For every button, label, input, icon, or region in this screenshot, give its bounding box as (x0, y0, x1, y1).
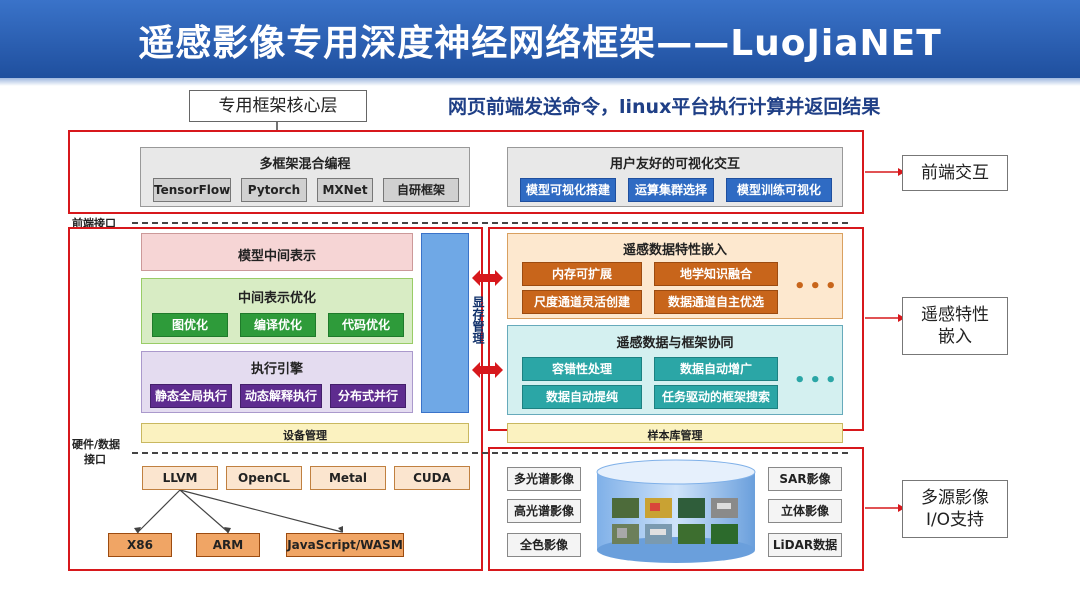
graph-opt-chip: 图优化 (152, 313, 228, 337)
multi-framework-title: 多框架混合编程 (259, 157, 351, 172)
panchromatic-chip: 全色影像 (507, 533, 581, 557)
subtitle: 网页前端发送命令，linux平台执行计算并返回结果 (448, 96, 881, 118)
image-database-icon (596, 459, 756, 563)
sar-chip: SAR影像 (768, 467, 842, 491)
io-callout-line1: 多源影像 (921, 488, 989, 508)
io-callout-line2: I/O支持 (925, 510, 985, 530)
stereo-chip: 立体影像 (768, 499, 842, 523)
device-mgmt-title: 设备管理 (283, 429, 327, 442)
tensorflow-chip: TensorFlow (153, 178, 231, 202)
visual-interaction-box: 用户友好的可视化交互 模型可视化搭建 运算集群选择 模型训练可视化 (507, 147, 843, 207)
self-developed-chip: 自研框架 (383, 178, 459, 202)
frontend-callout: 前端交互 (902, 155, 1008, 191)
multispectral-chip: 多光谱影像 (507, 467, 581, 491)
hw-interface-line (132, 452, 848, 454)
hw-interface-label-1: 硬件/数据 (72, 438, 121, 451)
more-dots-1: ••• (794, 276, 841, 297)
sample-lib-title: 样本库管理 (647, 429, 703, 442)
multi-framework-box: 多框架混合编程 TensorFlow Pytorch MXNet 自研框架 (140, 147, 470, 207)
model-visual-build-chip: 模型可视化搭建 (520, 178, 616, 202)
scale-channel-chip: 尺度通道灵活创建 (522, 290, 642, 314)
lidar-chip: LiDAR数据 (768, 533, 842, 557)
arm-chip: ARM (196, 533, 260, 557)
training-visual-chip: 模型训练可视化 (726, 178, 832, 202)
core-frame (68, 227, 483, 571)
js-wasm-chip: JavaScript/WASM (286, 533, 404, 557)
title-bar: 遥感影像专用深度神经网络框架——LuoJiaNET (0, 0, 1080, 78)
rs-feature-callout-line2: 嵌入 (938, 327, 972, 347)
double-arrow-2 (472, 362, 503, 378)
frontend-callout-text: 前端交互 (921, 163, 989, 183)
code-opt-chip: 代码优化 (328, 313, 404, 337)
auto-augment-chip: 数据自动增广 (654, 357, 778, 381)
llvm-chip: LLVM (142, 466, 218, 490)
cluster-select-chip: 运算集群选择 (628, 178, 714, 202)
distributed-chip: 分布式并行 (330, 384, 406, 408)
cuda-chip: CUDA (394, 466, 470, 490)
rs-coop-box: 遥感数据与框架协同 容错性处理 数据自动增广 数据自动提纯 任务驱动的框架搜索 … (507, 325, 843, 415)
satellite-image-tiles (612, 498, 738, 544)
channel-select-chip: 数据通道自主优选 (654, 290, 778, 314)
x86-chip: X86 (108, 533, 172, 557)
io-frame (488, 447, 864, 571)
rs-feature-callout: 遥感特性 嵌入 (902, 297, 1008, 355)
frontend-interface-label: 前端接口 (72, 217, 116, 230)
compile-opt-chip: 编译优化 (240, 313, 316, 337)
mem-scalable-chip: 内存可扩展 (522, 262, 642, 286)
frontend-frame (68, 130, 864, 214)
device-mgmt-box: 设备管理 (141, 423, 469, 443)
static-exec-chip: 静态全局执行 (150, 384, 232, 408)
rs-feature-callout-line1: 遥感特性 (921, 305, 989, 325)
geo-knowledge-chip: 地学知识融合 (654, 262, 778, 286)
visual-title: 用户友好的可视化交互 (609, 157, 740, 172)
hw-interface-label-2: 接口 (84, 453, 106, 466)
frontend-interface-line (132, 222, 848, 224)
io-callout: 多源影像 I/O支持 (902, 480, 1008, 538)
task-search-chip: 任务驱动的框架搜索 (654, 385, 778, 409)
core-layer-label: 专用框架核心层 (189, 90, 367, 122)
engine-title: 执行引擎 (250, 362, 303, 377)
sample-lib-box: 样本库管理 (507, 423, 843, 443)
gpu-mem-title: 显存管理 (471, 296, 485, 344)
dynamic-exec-chip: 动态解释执行 (240, 384, 322, 408)
rs-embed-title: 遥感数据特性嵌入 (622, 243, 727, 258)
title-underline (0, 78, 1080, 86)
auto-purify-chip: 数据自动提纯 (522, 385, 642, 409)
model-ir-box: 模型中间表示 (141, 233, 413, 271)
opencl-chip: OpenCL (226, 466, 302, 490)
rs-coop-title: 遥感数据与框架协同 (616, 336, 734, 351)
metal-chip: Metal (310, 466, 386, 490)
more-dots-2: ••• (794, 370, 841, 391)
rs-embed-box: 遥感数据特性嵌入 内存可扩展 地学知识融合 尺度通道灵活创建 数据通道自主优选 … (507, 233, 843, 319)
model-ir-title: 模型中间表示 (237, 249, 316, 264)
ir-opt-title: 中间表示优化 (237, 291, 316, 306)
ir-opt-box: 中间表示优化 图优化 编译优化 代码优化 (141, 278, 413, 344)
hyperspectral-chip: 高光谱影像 (507, 499, 581, 523)
fault-tolerance-chip: 容错性处理 (522, 357, 642, 381)
mxnet-chip: MXNet (317, 178, 373, 202)
pytorch-chip: Pytorch (241, 178, 307, 202)
gpu-mem-box: 显存管理 (421, 233, 485, 413)
double-arrow-1 (472, 270, 503, 286)
engine-box: 执行引擎 静态全局执行 动态解释执行 分布式并行 (141, 351, 413, 413)
page-title: 遥感影像专用深度神经网络框架——LuoJiaNET (138, 23, 942, 64)
